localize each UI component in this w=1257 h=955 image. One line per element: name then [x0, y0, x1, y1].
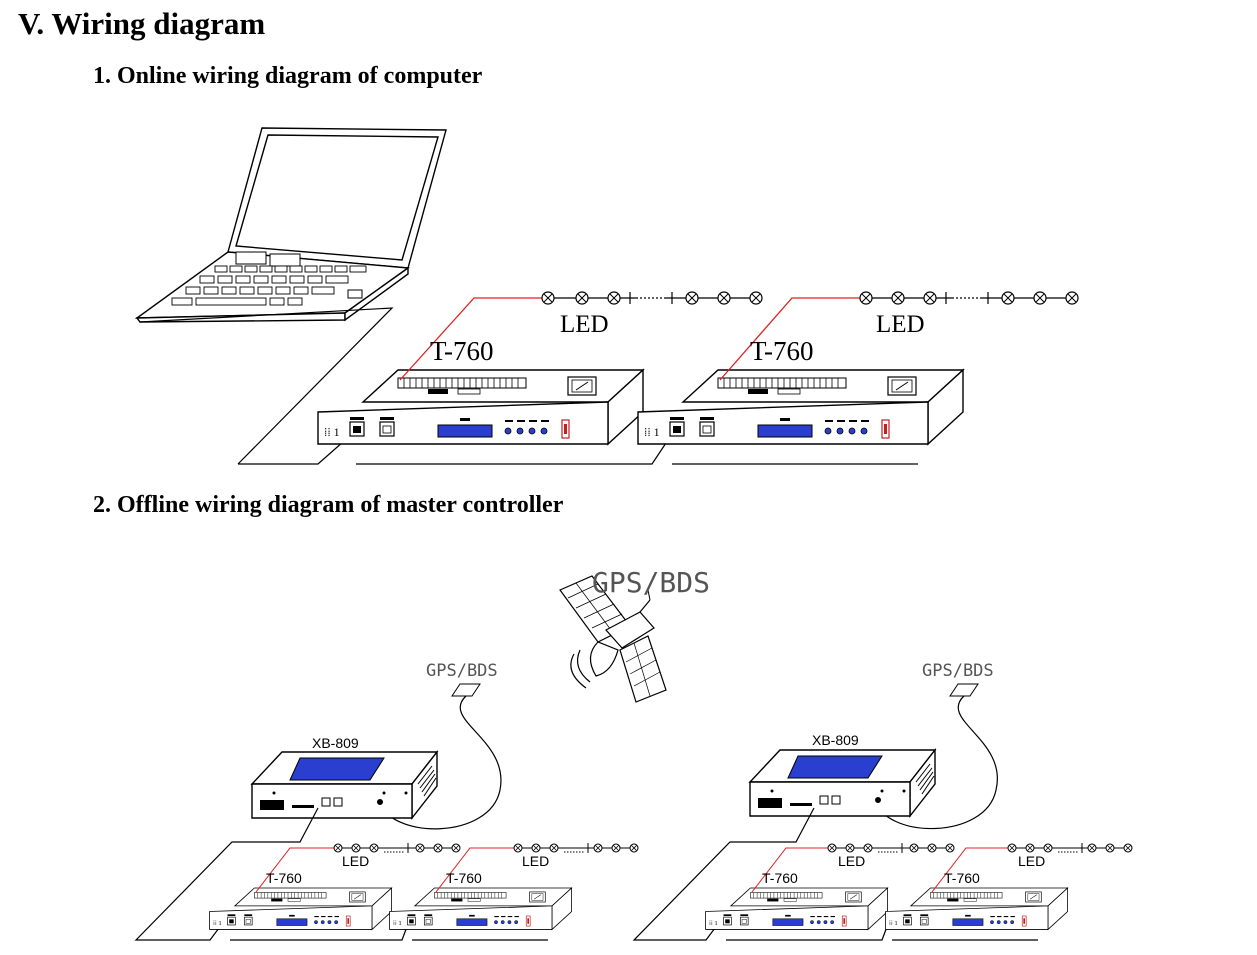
t760-controller-1 — [317, 369, 644, 445]
led-chain-2 — [859, 291, 1079, 305]
t760-controller-4 — [389, 887, 572, 930]
xb809-master-right — [749, 749, 936, 817]
laptop-icon — [134, 127, 447, 465]
subsection-title-online: 1. Online wiring diagram of computer — [93, 63, 483, 89]
gps-label-right: GPS/BDS — [922, 661, 994, 681]
controller-label-3: T-760 — [266, 870, 302, 886]
controller-label-2: T-760 — [750, 336, 814, 366]
led-label-3: LED — [342, 853, 369, 869]
led-label-4: LED — [522, 853, 549, 869]
gps-antenna-left — [451, 683, 481, 697]
led-chain-5 — [827, 843, 955, 853]
section-title: V. Wiring diagram — [18, 6, 266, 41]
satellite-icon — [559, 575, 667, 703]
led-label-5: LED — [838, 853, 865, 869]
controller-label-6: T-760 — [944, 870, 980, 886]
led-label-6: LED — [1018, 853, 1045, 869]
gps-label-left: GPS/BDS — [426, 661, 498, 681]
controller-label-5: T-760 — [762, 870, 798, 886]
xb809-master-left — [251, 751, 438, 819]
t760-controller-2 — [637, 369, 964, 445]
controller-label-4: T-760 — [446, 870, 482, 886]
controller-label-1: T-760 — [430, 336, 494, 366]
gps-antenna-right — [949, 683, 979, 697]
gps-satellite-label: GPS/BDS — [592, 566, 710, 599]
t760-controller-5 — [705, 887, 888, 930]
led-chain-3 — [333, 843, 461, 853]
t760-controller-6 — [885, 887, 1068, 930]
led-label-1: LED — [560, 311, 609, 338]
led-chain-6 — [1007, 843, 1133, 853]
led-chain-4 — [513, 843, 639, 853]
t760-controller-3 — [209, 887, 392, 930]
led-chain-1 — [541, 291, 763, 305]
master-label-left: XB-809 — [312, 735, 359, 751]
master-label-right: XB-809 — [812, 732, 859, 748]
subsection-title-offline: 2. Offline wiring diagram of master cont… — [93, 492, 564, 518]
led-label-2: LED — [876, 311, 925, 338]
